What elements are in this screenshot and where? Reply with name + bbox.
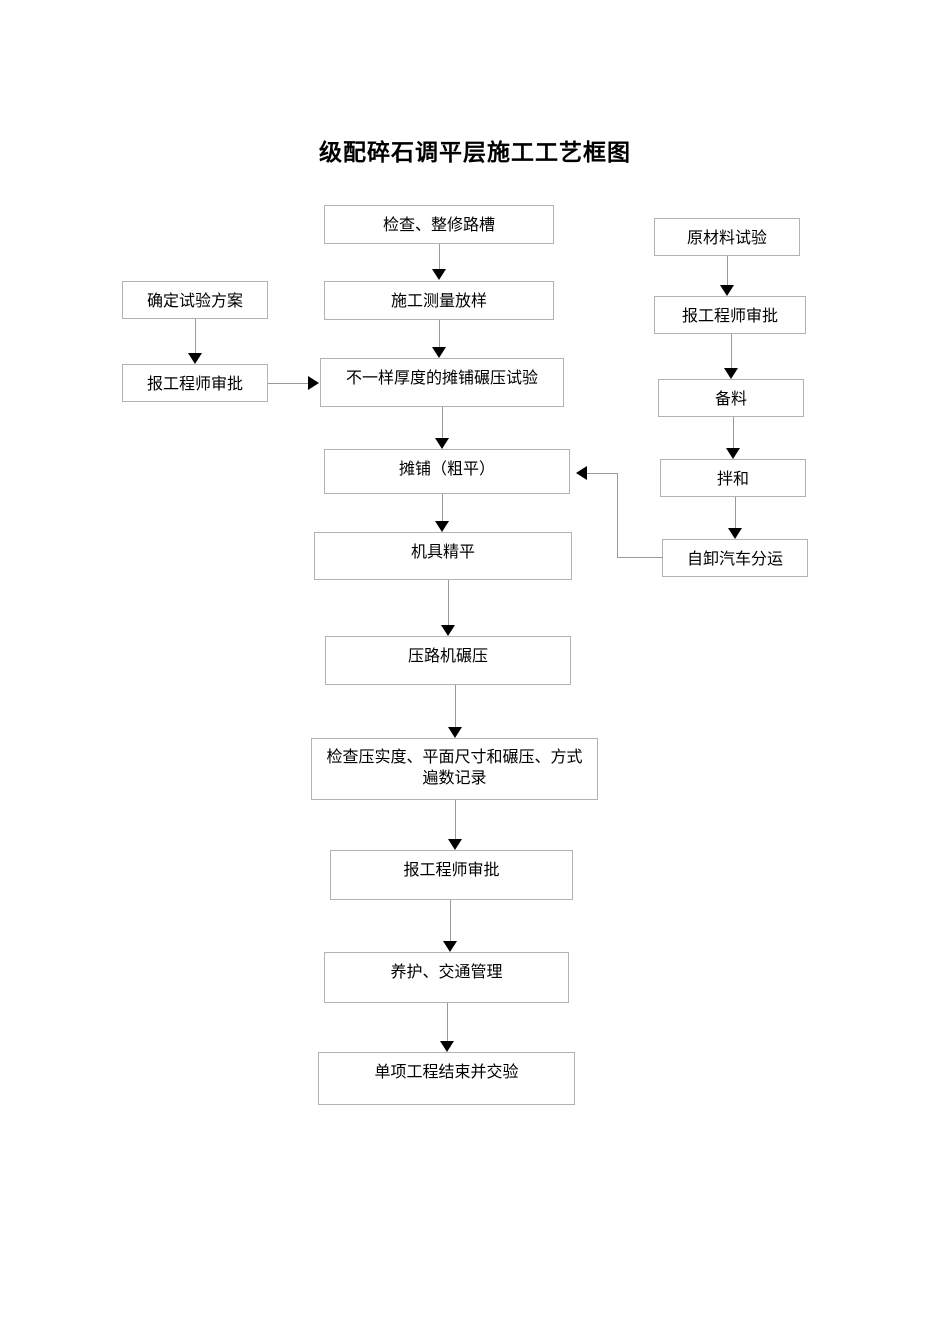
- connector-c6-c7: [455, 685, 456, 727]
- arrowhead-c1-c2: [432, 269, 446, 280]
- arrowhead-c2-c3: [432, 347, 446, 358]
- connector-l2-c3: [268, 383, 310, 384]
- connector-c5-c6: [448, 580, 449, 625]
- node-material-preparation[interactable]: 备料: [658, 379, 804, 417]
- node-report-engineer-approval-left[interactable]: 报工程师审批: [122, 364, 268, 402]
- node-report-engineer-approval-right[interactable]: 报工程师审批: [654, 296, 806, 334]
- arrowhead-r1-r2: [720, 285, 734, 296]
- connector-r1-r2: [727, 256, 728, 285]
- connector-c8-c9: [450, 900, 451, 941]
- connector-c2-c3: [439, 320, 440, 347]
- page-title: 级配碎石调平层施工工艺框图: [319, 139, 631, 165]
- node-construction-survey-layout[interactable]: 施工测量放样: [324, 281, 554, 320]
- node-mixing[interactable]: 拌和: [660, 459, 806, 497]
- arrowhead-l1-l2: [188, 353, 202, 364]
- node-check-repair-roadbed[interactable]: 检查、整修路槽: [324, 205, 554, 244]
- arrowhead-c3-c4: [435, 438, 449, 449]
- node-roller-compaction[interactable]: 压路机碾压: [325, 636, 571, 685]
- connector-r4-r5: [735, 497, 736, 528]
- arrowhead-r2-r3: [724, 368, 738, 379]
- node-determine-test-plan[interactable]: 确定试验方案: [122, 281, 268, 319]
- node-machine-fine-leveling[interactable]: 机具精平: [314, 532, 572, 580]
- node-curing-traffic-management[interactable]: 养护、交通管理: [324, 952, 569, 1003]
- connector-r3-r4: [733, 417, 734, 448]
- node-raw-material-test[interactable]: 原材料试验: [654, 218, 800, 256]
- node-report-engineer-approval-center[interactable]: 报工程师审批: [330, 850, 573, 900]
- arrowhead-l2-c3: [308, 376, 319, 390]
- node-thickness-paving-rolling-test[interactable]: 不一样厚度的摊铺碾压试验: [320, 358, 564, 407]
- arrowhead-r5-c4: [576, 466, 587, 480]
- arrowhead-c8-c9: [443, 941, 457, 952]
- arrowhead-c9-c10: [440, 1041, 454, 1052]
- arrowhead-c6-c7: [448, 727, 462, 738]
- arrowhead-c5-c6: [441, 625, 455, 636]
- connector-r5-c4-upper: [587, 473, 618, 474]
- node-paving-rough-leveling[interactable]: 摊铺（粗平）: [324, 449, 570, 494]
- arrowhead-c4-c5: [435, 521, 449, 532]
- arrowhead-c7-c8: [448, 839, 462, 850]
- connector-c1-c2: [439, 244, 440, 269]
- connector-l1-l2: [195, 319, 196, 353]
- connector-c4-c5: [442, 494, 443, 521]
- connector-r5-c4-riser: [617, 473, 618, 558]
- arrowhead-r4-r5: [728, 528, 742, 539]
- connector-r5-c4-lower: [617, 557, 663, 558]
- connector-c3-c4: [442, 407, 443, 438]
- connector-c7-c8: [455, 800, 456, 839]
- node-inspect-compaction-records[interactable]: 检查压实度、平面尺寸和碾压、方式 遍数记录: [311, 738, 598, 800]
- node-project-completion-handover[interactable]: 单项工程结束并交验: [318, 1052, 575, 1105]
- connector-r2-r3: [731, 334, 732, 368]
- arrowhead-r3-r4: [726, 448, 740, 459]
- node-dump-truck-transport[interactable]: 自卸汽车分运: [662, 539, 808, 577]
- connector-c9-c10: [447, 1003, 448, 1041]
